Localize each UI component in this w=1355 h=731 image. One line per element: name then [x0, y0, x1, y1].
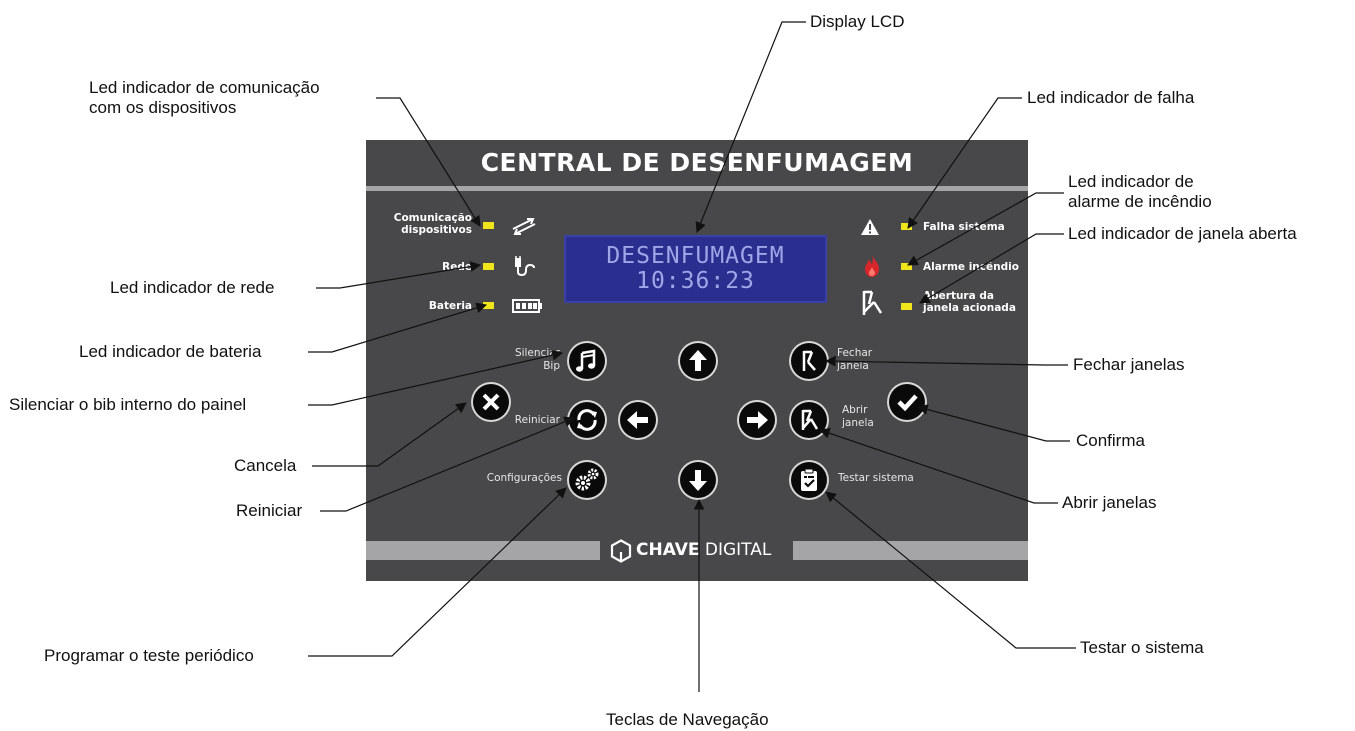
- janela-led: [901, 303, 912, 310]
- power-plug-icon: [515, 256, 535, 276]
- window-close-icon: [802, 350, 816, 371]
- rede-led: [483, 263, 494, 270]
- callout-display-lcd: Display LCD: [810, 12, 905, 31]
- battery-icon: [512, 299, 542, 313]
- comunicacao-led: [483, 222, 494, 229]
- leader-falha: [907, 97, 1022, 229]
- callout-confirma: Confirma: [1076, 431, 1145, 450]
- window-open-icon: [801, 409, 819, 430]
- falha-led: [901, 223, 912, 230]
- leader-janela: [919, 233, 1064, 304]
- leader-bateria: [308, 302, 488, 353]
- comunicacao-label: Comunicação dispositivos: [393, 212, 472, 236]
- fechar-janela-label: Fechar janela: [837, 347, 873, 372]
- swap-arrows-icon: [512, 218, 536, 235]
- gears-icon: [575, 468, 599, 491]
- bateria-led: [483, 302, 494, 309]
- panel-title: CENTRAL DE DESENFUMAGEM: [480, 148, 914, 177]
- testar-sistema-button[interactable]: [791, 462, 827, 498]
- music-note-icon: [576, 349, 596, 372]
- callout-fechar-janelas: Fechar janelas: [1073, 355, 1185, 374]
- callout-led-falha: Led indicador de falha: [1027, 88, 1195, 107]
- callout-abrir-janelas: Abrir janelas: [1062, 493, 1157, 512]
- leader-silenciar: [308, 349, 564, 406]
- arrow-down-icon: [689, 470, 707, 491]
- abertura-label: Abertura da janela acionada: [923, 290, 1016, 314]
- callout-testar: Testar o sistema: [1080, 638, 1204, 657]
- lcd-display: DESENFUMAGEM 10:36:23: [564, 235, 827, 303]
- leader-abrir: [818, 428, 1058, 504]
- brand-light: DIGITAL: [704, 540, 772, 560]
- close-x-icon: [482, 393, 500, 411]
- bateria-label: Bateria: [428, 300, 472, 312]
- title-divider: [366, 186, 1028, 191]
- arrow-right-button[interactable]: [739, 402, 775, 438]
- leader-reiniciar: [320, 416, 576, 512]
- lcd-line-2: 10:36:23: [636, 268, 755, 294]
- leader-testar: [825, 491, 1076, 649]
- window-open-icon: [862, 290, 883, 315]
- arrow-left-button[interactable]: [620, 402, 656, 438]
- arrow-left-icon: [627, 411, 648, 429]
- checkmark-icon: [897, 394, 918, 412]
- alarme-label: Alarme incêndio: [923, 261, 1019, 273]
- lcd-line-1: DESENFUMAGEM: [606, 243, 785, 269]
- leader-programar: [308, 487, 567, 657]
- arrow-up-button[interactable]: [680, 343, 716, 379]
- callout-led-janela: Led indicador de janela aberta: [1068, 224, 1297, 243]
- callout-silenciar: Silenciar o bib interno do painel: [9, 395, 247, 414]
- callout-teclas: Teclas de Navegação: [606, 710, 769, 729]
- brand-bold: CHAVE: [636, 540, 700, 560]
- chave-digital-logo: CHAVE DIGITAL: [610, 538, 790, 564]
- leader-comunicacao: [376, 97, 481, 227]
- reiniciar-label: Reiniciar: [514, 414, 560, 426]
- warning-icon: [861, 219, 879, 235]
- configuracoes-button[interactable]: [569, 462, 605, 498]
- leader-alarme: [907, 192, 1064, 266]
- callout-led-alarme: Led indicador de alarme de incêndio: [1068, 172, 1212, 211]
- chave-logo-icon: [610, 539, 632, 563]
- callout-programar: Programar o teste periódico: [44, 646, 254, 665]
- arrow-right-icon: [747, 411, 768, 429]
- fire-icon: [865, 255, 879, 277]
- fechar-janela-button[interactable]: [791, 343, 827, 379]
- leader-confirma: [916, 404, 1070, 442]
- arrow-down-button[interactable]: [680, 462, 716, 498]
- callout-led-comunicacao: Led indicador de comunicação com os disp…: [89, 78, 320, 117]
- leader-cancela: [312, 402, 467, 467]
- clipboard-check-icon: [801, 468, 817, 491]
- testar-sistema-label: Testar sistema: [838, 472, 914, 484]
- falha-label: Falha sistema: [923, 221, 1005, 233]
- abrir-janela-button[interactable]: [791, 402, 827, 438]
- footer-bar-left: [366, 541, 600, 560]
- callout-cancela: Cancela: [234, 456, 297, 475]
- arrow-up-icon: [689, 350, 707, 371]
- alarme-led: [901, 263, 912, 270]
- leader-display-lcd: [695, 21, 806, 234]
- abrir-janela-label: Abrir janela: [842, 404, 874, 429]
- callout-reiniciar: Reiniciar: [236, 501, 303, 520]
- refresh-icon: [577, 409, 597, 431]
- leader-rede: [316, 261, 482, 289]
- callout-led-bateria: Led indicador de bateria: [79, 342, 262, 361]
- silenciar-bip-button[interactable]: [569, 343, 605, 379]
- configuracoes-label: Configurações: [486, 472, 562, 484]
- callout-led-rede: Led indicador de rede: [110, 278, 275, 297]
- leader-fechar: [824, 355, 1068, 367]
- footer-bar-right: [793, 541, 1028, 560]
- cancela-button[interactable]: [473, 384, 509, 420]
